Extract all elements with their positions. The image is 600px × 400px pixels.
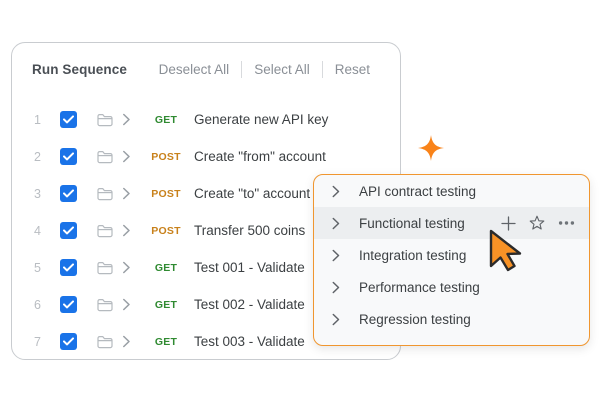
- folder-icon: [97, 335, 113, 349]
- header-divider: [241, 60, 243, 78]
- table-row[interactable]: 3 POST Create "to" account: [12, 175, 400, 212]
- chevron-right-icon[interactable]: [122, 298, 132, 311]
- request-name: Test 001 - Validate: [194, 260, 305, 275]
- row-index: 7: [34, 334, 41, 349]
- request-method-badge: GET: [154, 298, 178, 311]
- plus-icon[interactable]: [501, 215, 516, 231]
- chevron-right-icon[interactable]: [122, 150, 132, 163]
- table-row[interactable]: 1 GET Generate new API key: [12, 101, 400, 138]
- row-index: 6: [34, 297, 41, 312]
- row-checkbox[interactable]: [60, 296, 77, 313]
- request-method-badge: POST: [151, 150, 181, 163]
- menu-item[interactable]: Performance testing: [314, 271, 589, 303]
- request-method-badge: GET: [154, 261, 178, 274]
- table-row[interactable]: 4 POST Transfer 500 coins: [12, 212, 400, 249]
- row-index: 1: [34, 112, 41, 127]
- request-name: Transfer 500 coins: [194, 223, 306, 238]
- folder-icon: [97, 298, 113, 312]
- row-index: 2: [34, 149, 41, 164]
- chevron-right-icon[interactable]: [331, 313, 343, 326]
- page-title: Run Sequence: [32, 61, 127, 77]
- request-method-badge: GET: [154, 335, 178, 348]
- request-name: Create "from" account: [194, 149, 326, 164]
- row-checkbox[interactable]: [60, 259, 77, 276]
- row-index: 5: [34, 260, 41, 275]
- table-row[interactable]: 2 POST Create "from" account: [12, 138, 400, 175]
- table-row[interactable]: 7 GET Test 003 - Validate: [12, 323, 400, 359]
- request-name: Create "to" account: [194, 186, 311, 201]
- card-header: Run Sequence Deselect All Select All Res…: [12, 43, 400, 95]
- table-row[interactable]: 5 GET Test 001 - Validate: [12, 249, 400, 286]
- folder-icon: [97, 150, 113, 164]
- menu-item[interactable]: API contract testing: [314, 175, 589, 207]
- chevron-right-icon[interactable]: [122, 335, 132, 348]
- chevron-right-icon[interactable]: [331, 185, 343, 198]
- chevron-right-icon[interactable]: [122, 113, 132, 126]
- reset-button[interactable]: Reset: [334, 61, 370, 77]
- chevron-right-icon[interactable]: [331, 281, 343, 294]
- chevron-right-icon[interactable]: [331, 249, 343, 262]
- header-actions: Deselect All Select All Reset: [147, 60, 382, 78]
- row-checkbox[interactable]: [60, 148, 77, 165]
- more-options-icon[interactable]: [558, 220, 575, 226]
- deselect-all-button[interactable]: Deselect All: [158, 61, 230, 77]
- menu-item-label: Integration testing: [359, 247, 467, 263]
- menu-item[interactable]: Functional testing: [314, 207, 589, 239]
- menu-item-label: Regression testing: [359, 311, 471, 327]
- row-checkbox[interactable]: [60, 185, 77, 202]
- request-name: Test 002 - Validate: [194, 297, 305, 312]
- table-row[interactable]: 6 GET Test 002 - Validate: [12, 286, 400, 323]
- folder-icon: [97, 224, 113, 238]
- folder-icon: [97, 113, 113, 127]
- menu-item-label: Functional testing: [359, 215, 465, 231]
- request-method-badge: GET: [154, 113, 178, 126]
- row-checkbox[interactable]: [60, 222, 77, 239]
- menu-item-label: Performance testing: [359, 279, 480, 295]
- request-name: Test 003 - Validate: [194, 334, 305, 349]
- chevron-right-icon[interactable]: [122, 224, 132, 237]
- row-index: 4: [34, 223, 41, 238]
- request-name: Generate new API key: [194, 112, 329, 127]
- menu-item[interactable]: Regression testing: [314, 303, 589, 335]
- chevron-right-icon[interactable]: [122, 261, 132, 274]
- chevron-right-icon[interactable]: [122, 187, 132, 200]
- select-all-button[interactable]: Select All: [254, 61, 310, 77]
- star-icon[interactable]: [529, 215, 545, 231]
- menu-item-actions: [501, 215, 575, 231]
- menu-item[interactable]: Integration testing: [314, 239, 589, 271]
- request-method-badge: POST: [151, 187, 181, 200]
- row-checkbox[interactable]: [60, 111, 77, 128]
- row-index: 3: [34, 186, 41, 201]
- request-method-badge: POST: [151, 224, 181, 237]
- sparkle-icon: [418, 135, 444, 161]
- folder-icon: [97, 261, 113, 275]
- folder-icon: [97, 187, 113, 201]
- chevron-right-icon[interactable]: [331, 217, 343, 230]
- menu-item-label: API contract testing: [359, 183, 477, 199]
- row-checkbox[interactable]: [60, 333, 77, 350]
- header-divider: [321, 60, 323, 78]
